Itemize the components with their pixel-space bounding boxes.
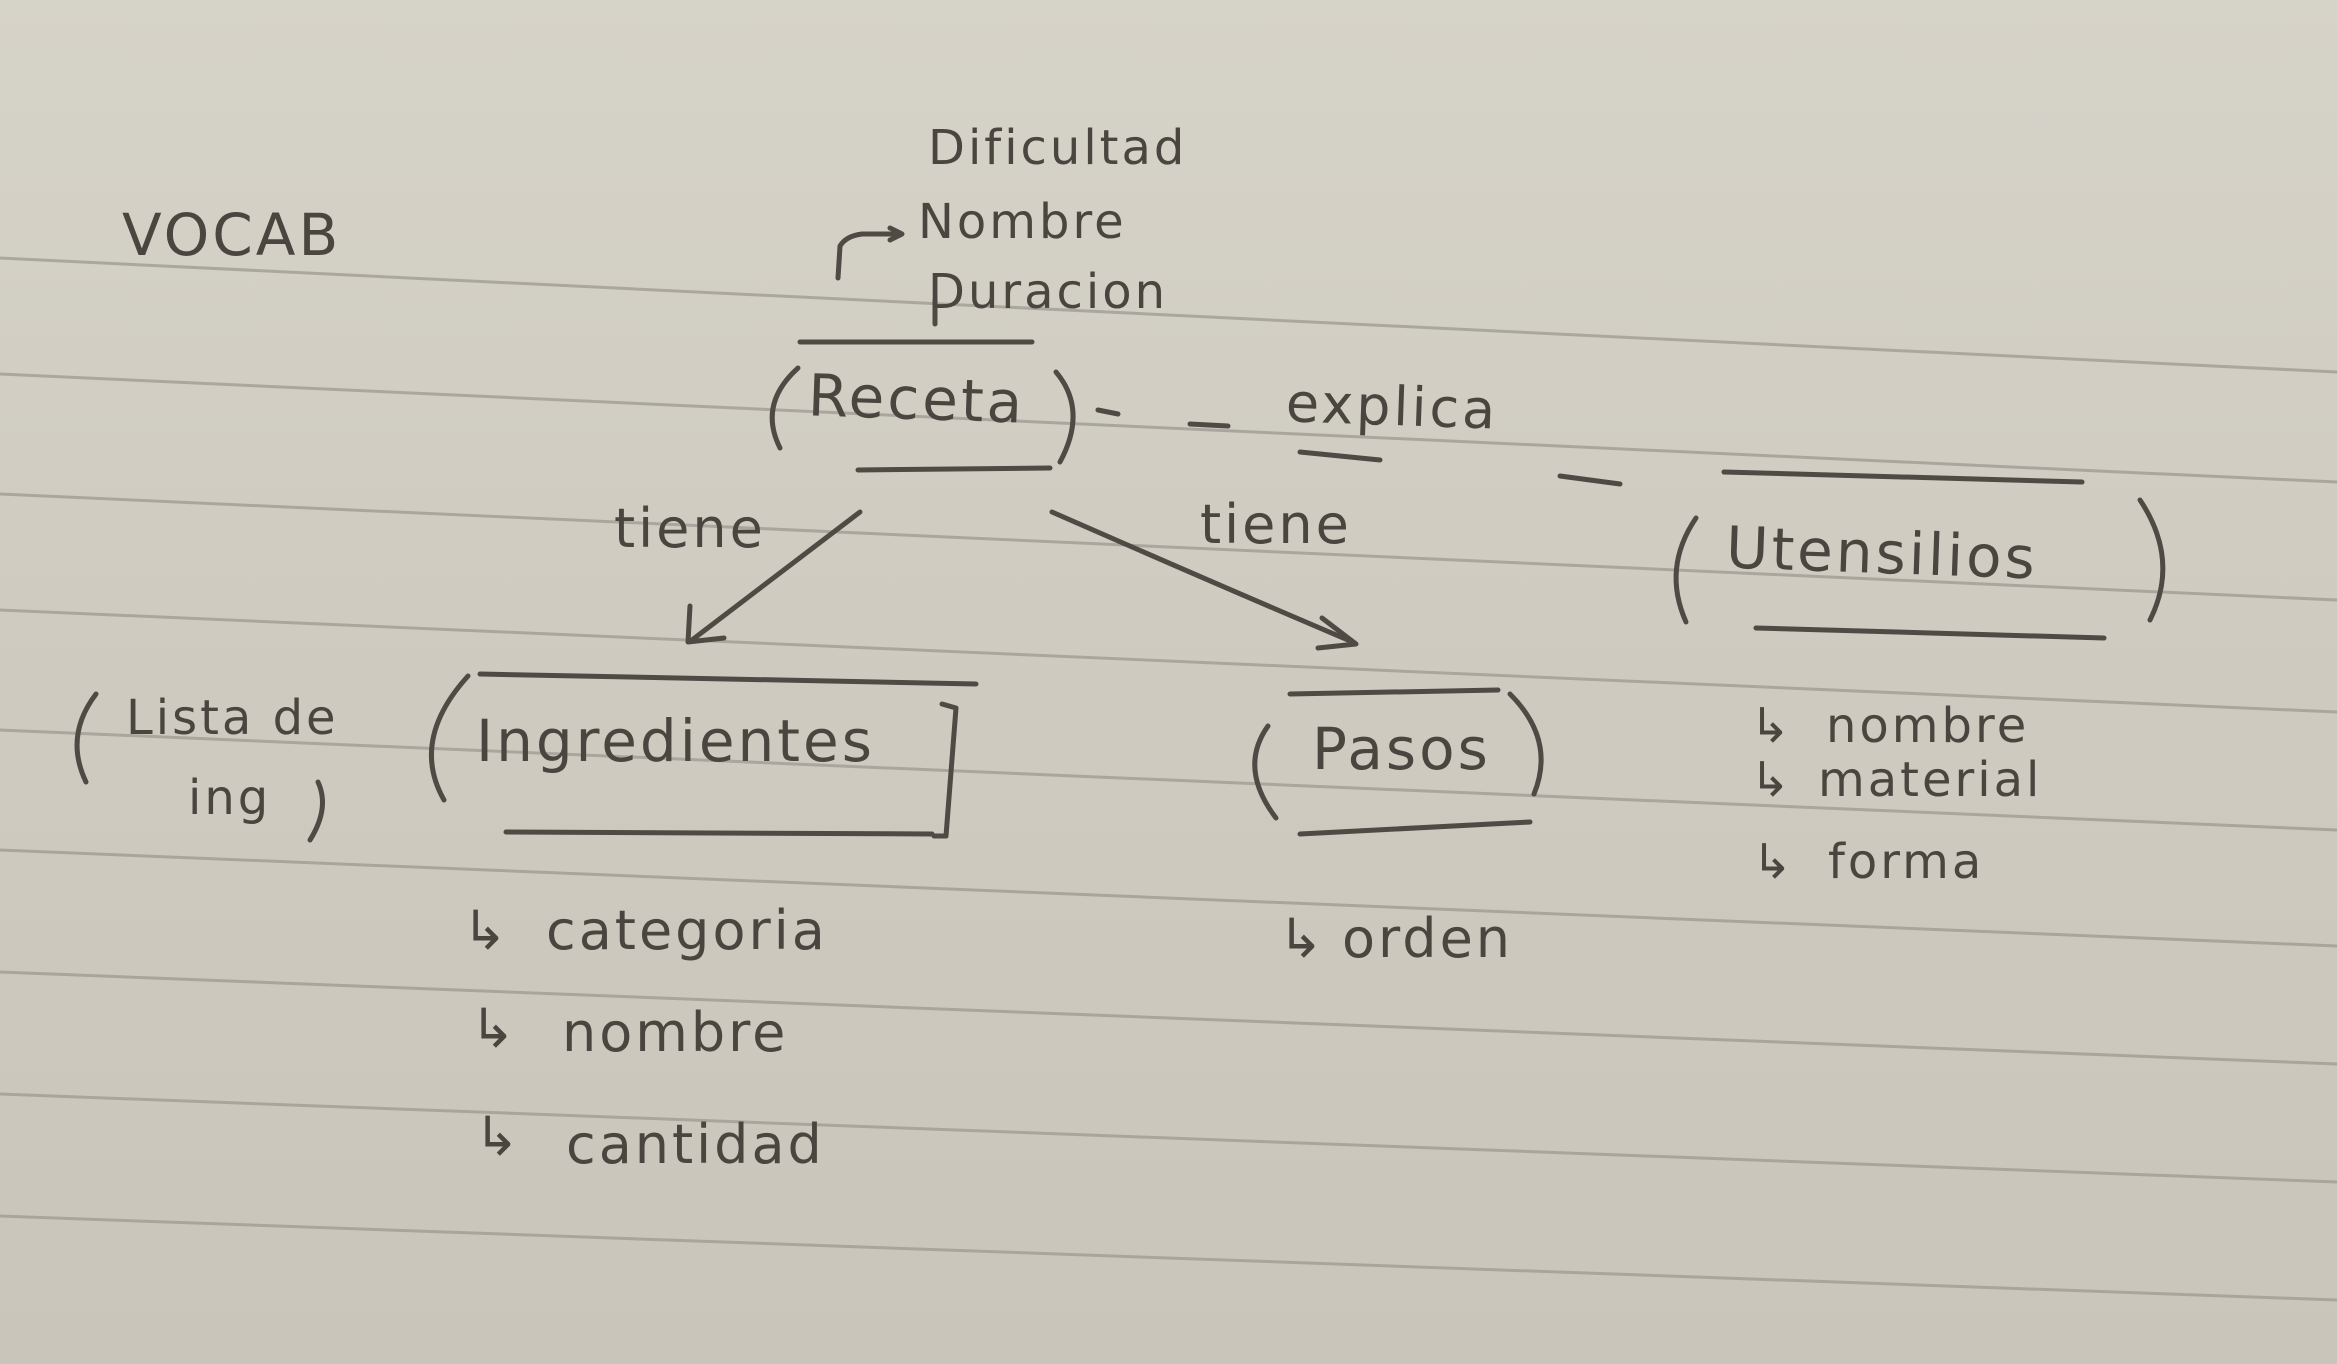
node-ingredientes: Ingredientes	[476, 707, 875, 775]
rule-line	[0, 256, 2337, 374]
utensilios-arrow-icon: ↳	[1750, 752, 1794, 808]
utensilios-attr-nombre: nombre	[1826, 698, 2030, 754]
receta-underline	[855, 465, 1053, 473]
relation-tiene-pasos: tiene	[1200, 493, 1352, 556]
utensilios-arrow-icon: ↳	[1752, 834, 1796, 890]
tiene-arrow-pasos	[1049, 509, 1351, 643]
rule-line	[0, 848, 2337, 948]
lista-note-line2: ing	[188, 770, 272, 826]
rule-line	[0, 1092, 2337, 1184]
ingredientes-paren-open	[428, 673, 471, 803]
ingredientes-arrow-icon: ↳	[470, 997, 519, 1060]
receta-attr-nombre: Nombre	[918, 194, 1127, 250]
lista-paren-close	[307, 779, 325, 843]
attributes-stem	[797, 297, 1035, 345]
utensilios-attr-material: material	[1818, 752, 2043, 808]
receta-explica-connector	[1095, 407, 1231, 429]
relation-tiene-ingredientes: tiene	[614, 497, 766, 560]
pasos-paren-open	[1252, 723, 1279, 821]
lista-note-line1: Lista de	[126, 690, 339, 746]
tiene-arrow-ingredientes	[689, 509, 863, 643]
arrow-head-pasos	[1315, 615, 1359, 651]
receta-attr-dificultad: Dificultad	[928, 120, 1188, 176]
relation-explica: explica	[1284, 371, 1500, 442]
ingredientes-attr-cantidad: cantidad	[566, 1113, 825, 1176]
node-utensilios: Utensilios	[1724, 513, 2039, 593]
node-receta: Receta	[806, 361, 1027, 437]
utensilios-topline	[1721, 469, 2085, 485]
pasos-attr-orden: orden	[1342, 907, 1514, 970]
rule-line	[0, 1214, 2337, 1302]
explica-dash	[1297, 449, 1623, 487]
ingredientes-topline	[477, 671, 979, 687]
ingredientes-bracket-close	[931, 701, 959, 839]
lista-paren-open	[74, 691, 99, 785]
rule-line	[0, 492, 2337, 602]
receta-paren-close	[1053, 369, 1076, 465]
utensilios-paren-open	[1673, 515, 1699, 625]
attributes-bracket-icon	[835, 225, 905, 281]
rule-line	[0, 728, 2337, 832]
arrow-head-ingredientes	[685, 603, 727, 645]
pasos-topline	[1287, 687, 1501, 697]
utensilios-attr-forma: forma	[1828, 834, 1985, 890]
ingredientes-attr-categoria: categoria	[546, 899, 828, 962]
pasos-underline	[1297, 819, 1533, 837]
ingredientes-arrow-icon: ↳	[474, 1105, 523, 1168]
rule-line	[0, 372, 2337, 484]
pasos-arrow-icon: ↳	[1278, 907, 1327, 970]
receta-attr-duracion: Duracion	[928, 264, 1169, 320]
utensilios-arrow-icon: ↳	[1750, 698, 1794, 754]
page-title: VOCAB	[122, 201, 342, 269]
rule-line	[0, 970, 2337, 1066]
utensilios-paren-close	[2137, 497, 2166, 623]
ingredientes-underline	[503, 829, 935, 837]
rule-line	[0, 608, 2337, 714]
node-pasos: Pasos	[1312, 715, 1491, 783]
ingredientes-arrow-icon: ↳	[462, 899, 511, 962]
receta-paren-open	[769, 365, 801, 451]
pasos-paren-close	[1507, 691, 1544, 797]
utensilios-underline	[1753, 625, 2107, 641]
ingredientes-attr-nombre: nombre	[562, 1001, 789, 1064]
